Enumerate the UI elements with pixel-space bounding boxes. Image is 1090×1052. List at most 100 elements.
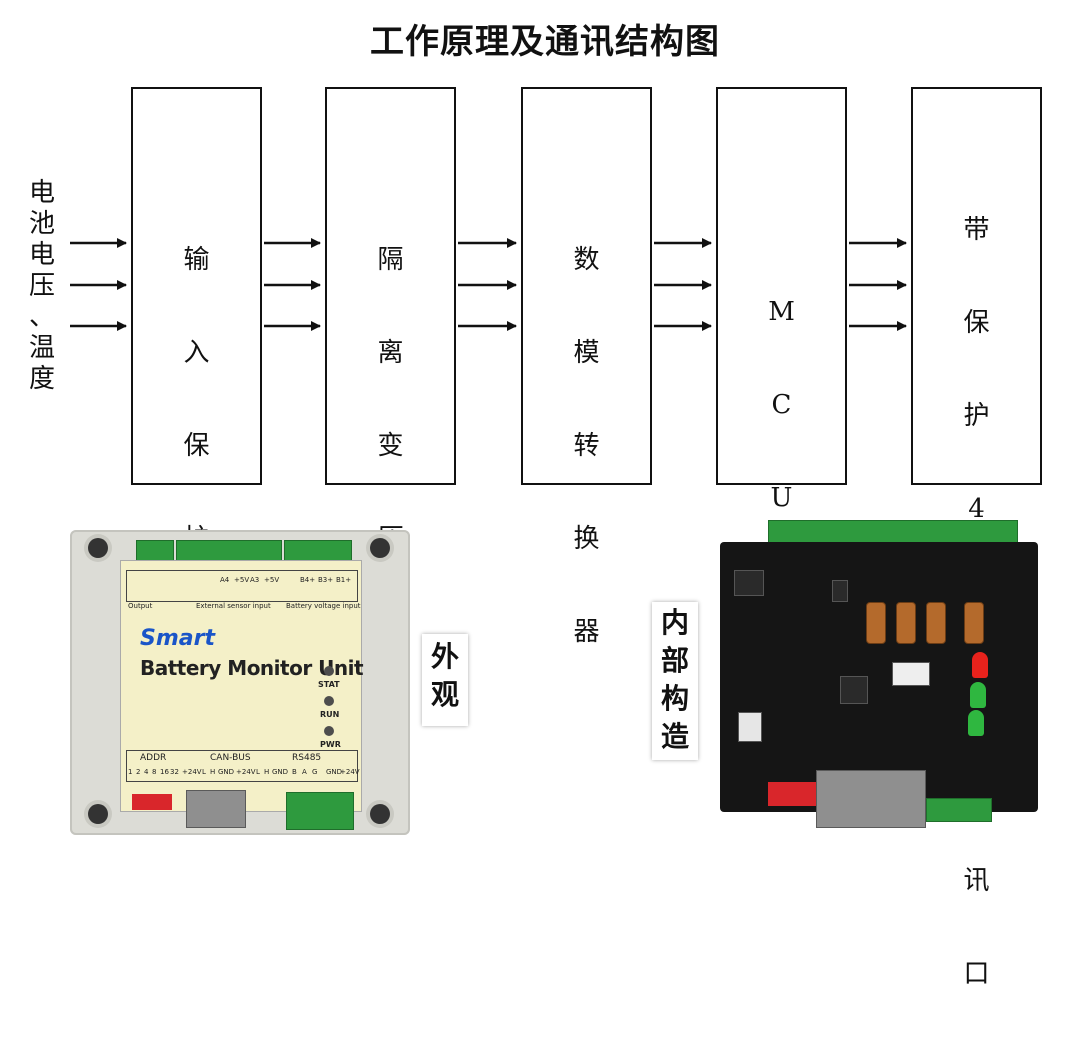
bottom-pin-label: GND [326,768,343,776]
mcu-block: M C U [716,87,847,513]
pin-label: +5V [264,576,280,584]
block-char: 讯 [963,866,990,896]
block-char: 入 [183,338,210,368]
device-exterior-photo: A4 +5V A3 +5V B4+ B3+ B1+ Output Externa… [70,522,410,842]
bottom-pin-label: +24V [340,768,360,776]
input-label-char: 温 [28,333,55,363]
status-led-green [970,682,986,708]
caption-char: 部 [660,644,689,677]
stat-led [324,666,334,676]
pin-label: B3+ [318,576,334,584]
block-char: 数 [573,245,600,275]
bottom-pin-strip [126,750,358,782]
header-component [738,712,762,742]
bottom-pin-label: 16 [160,768,169,776]
run-led [324,696,334,706]
run-led-label: RUN [320,710,340,719]
mcu-chip [840,676,868,704]
pin-label: A4 [220,576,230,584]
block-char: 保 [963,308,990,338]
bottom-pin-label: 32 [170,768,179,776]
communication-structure-diagram: 工作原理及通讯结构图 电 池 电 压 、 温 度 输 入 保 护 电 路 隔 离… [22,22,1042,989]
block-char: 口 [963,959,990,989]
rs485-terminal-block [286,792,354,830]
mounting-hole [88,804,108,824]
status-led-red [972,652,988,678]
exterior-caption: 外 观 [422,634,468,726]
connector [186,790,246,828]
pin-label: A3 [250,576,260,584]
block-char: 转 [573,431,600,461]
canbus-label: CAN-BUS [210,753,251,763]
rs485-label: RS485 [292,753,322,763]
transformer-coil [926,602,946,644]
mounting-hole [370,538,390,558]
caption-char: 观 [430,678,459,711]
pcb-internal-photo [720,520,1040,828]
input-label-char: 池 [28,209,55,239]
bottom-pin-label: H [210,768,216,776]
bottom-pin-label: GND [272,768,289,776]
block-char: 器 [573,617,600,647]
block-char: 输 [183,245,210,275]
mounting-hole [88,538,108,558]
block-char: 隔 [377,245,404,275]
input-label: 电 池 电 压 、 温 度 [22,178,62,395]
input-label-char: 、 [28,302,55,332]
bottom-pin-label: 4 [144,768,149,776]
pin-label: B1+ [336,576,352,584]
bottom-pin-label: +24V [236,768,256,776]
addr-label: ADDR [140,753,167,763]
adc-converter-block: 数 模 转 换 器 [521,87,652,647]
arrows-layer [70,238,907,331]
bottom-pin-label: G [312,768,318,776]
internal-caption: 内 部 构 造 [652,602,698,760]
pwr-led-label: PWR [320,740,341,749]
bottom-pin-label: B [292,768,297,776]
block-char: 变 [377,431,404,461]
block-char: 护 [963,401,990,431]
block-label: 数 模 转 换 器 [523,183,650,710]
bottom-pin-label: H [264,768,270,776]
pwr-led [324,726,334,736]
caption-char: 外 [430,640,459,673]
relay-component [734,570,764,596]
input-label-char: 度 [28,364,55,394]
pin-label: +5V [234,576,250,584]
battery-input-label: Battery voltage input [286,602,361,610]
block-label: M C U [718,235,845,576]
block-char: 带 [963,215,990,245]
rj45-port [816,770,926,828]
caption-char: 造 [660,720,689,753]
block-char: 4 [968,494,985,524]
caption-char: 内 [660,606,689,639]
input-label-char: 电 [28,178,55,208]
block-char: 离 [377,338,404,368]
transformer-coil [866,602,886,644]
bottom-pin-label: L [256,768,260,776]
mounting-hole [370,804,390,824]
top-pin-strip [126,570,358,602]
output-label: Output [128,602,153,610]
brand-text: Smart [140,626,215,651]
pin-label: B4+ [300,576,316,584]
diagram-title: 工作原理及通讯结构图 [370,22,720,62]
bottom-pin-label: GND [218,768,235,776]
bottom-pin-label: 8 [152,768,157,776]
bottom-pin-label: 1 [128,768,133,776]
transformer-coil [896,602,916,644]
bottom-pin-label: 2 [136,768,141,776]
block-char: 模 [573,338,600,368]
block-char: M [768,297,795,327]
connector-header [892,662,930,686]
dip-switch [132,794,172,810]
bottom-pin-label: A [302,768,307,776]
block-char: 保 [183,431,210,461]
stat-led-label: STAT [318,680,340,689]
input-label-char: 电 [28,240,55,270]
pcb-bottom-terminal [926,798,992,822]
pcb-dip-switch [768,782,816,806]
caption-char: 构 [660,682,689,715]
input-label-char: 压 [28,271,55,301]
status-led-green [968,710,984,736]
